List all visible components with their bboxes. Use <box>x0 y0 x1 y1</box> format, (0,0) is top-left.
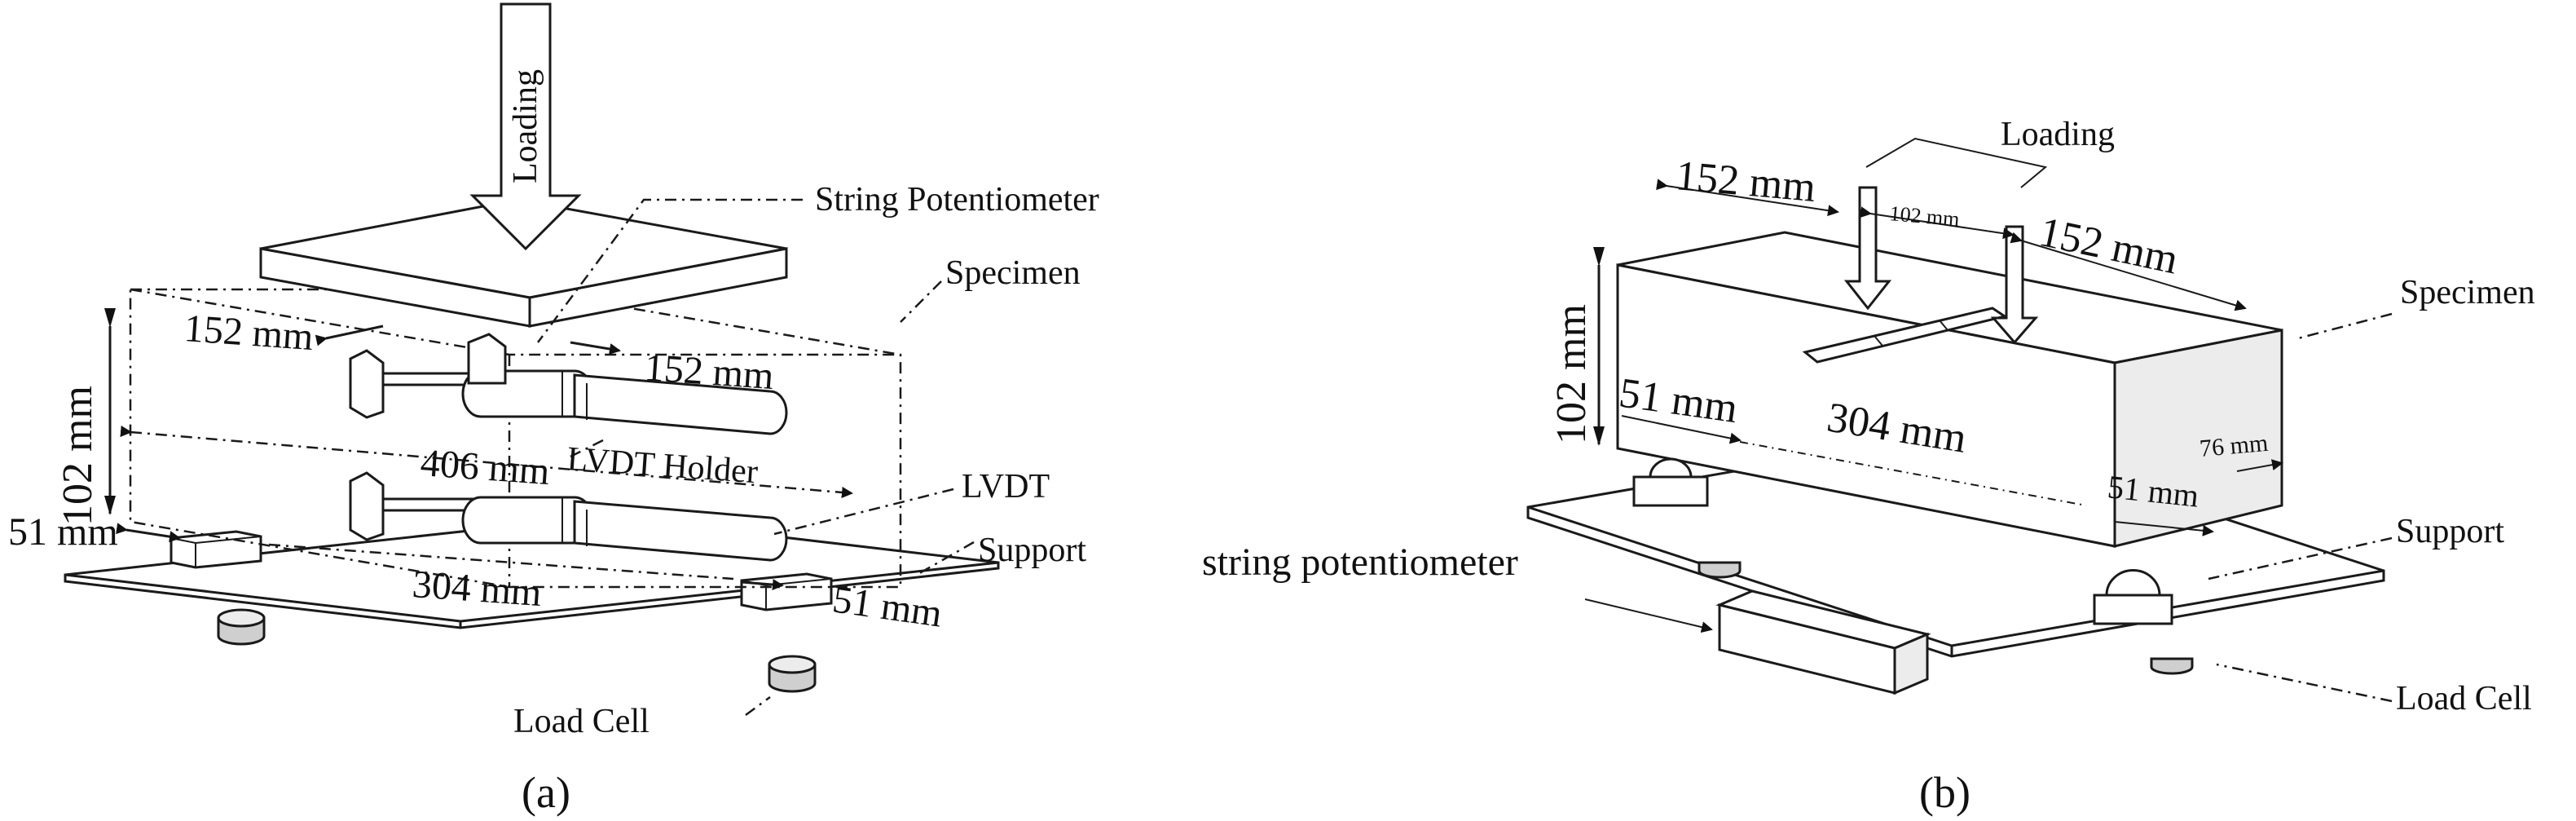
loading-arrow-a: Loading <box>469 2 582 251</box>
dim-102-a: 102 mm <box>55 386 101 526</box>
dim-152-right-b: 152 mm <box>2036 209 2182 283</box>
dim-406-a: 406 mm <box>419 441 551 493</box>
load-cells-b <box>1698 561 2194 675</box>
dim-102-small-b: 102 mm <box>1888 201 1960 231</box>
dim-51-right-a: 51 mm <box>830 577 945 635</box>
loading-block-a <box>259 198 788 328</box>
dim-51-left-a: 51 mm <box>8 510 118 554</box>
specimen-label-a: Specimen <box>945 254 1081 292</box>
string-potentiometer-label-b: string potentiometer <box>1202 541 1518 584</box>
loading-label-a: Loading <box>507 69 544 183</box>
supports-b <box>1632 457 2173 625</box>
dim-152-right-a: 152 mm <box>643 346 775 398</box>
support-label-b: Support <box>2396 513 2504 550</box>
dim-152-left-a: 152 mm <box>183 307 315 359</box>
dim-76-b: 76 mm <box>2199 430 2270 462</box>
lvdt-holder-label-a: LVDT Holder <box>566 440 759 491</box>
caption-b: (b) <box>1919 768 1971 817</box>
lvdt-label-a: LVDT <box>962 468 1050 505</box>
load-cells-a <box>217 608 817 693</box>
annotation-lines-a <box>104 198 975 717</box>
dim-102-b: 102 mm <box>1548 304 1595 444</box>
support-label-a: Support <box>978 532 1086 569</box>
panel-b: Loading 152 mm 102 mm 152 mm Specimen 10… <box>1202 116 2535 817</box>
caption-a: (a) <box>522 768 570 817</box>
specimen-a <box>129 288 902 589</box>
panel-a: Loading <box>8 2 1099 817</box>
string-potentiometer-box-b <box>1715 589 1931 695</box>
lvdt-bar-b <box>1802 307 2008 364</box>
annotation-lines-b <box>1584 137 2393 703</box>
specimen-label-b: Specimen <box>2400 274 2535 311</box>
dim-152-left-b: 152 mm <box>1674 152 1817 211</box>
load-cell-label-b: Load Cell <box>2396 680 2532 717</box>
lvdt-upper-a <box>349 333 788 435</box>
dim-304-a: 304 mm <box>411 563 543 615</box>
loading-label-b: Loading <box>2001 116 2115 153</box>
string-potentiometer-label-a: String Potentiometer <box>815 181 1099 218</box>
load-cell-label-a: Load Cell <box>513 703 650 740</box>
